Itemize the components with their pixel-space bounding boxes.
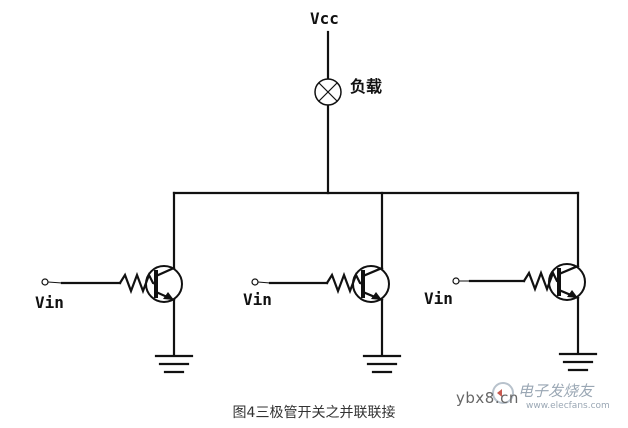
- watermark-logo-icon: [492, 382, 514, 404]
- ground-icon: [154, 354, 194, 374]
- watermark-site: ybx8.cn: [456, 389, 519, 407]
- input-terminal-icon: [452, 277, 460, 285]
- load-lamp-icon: [314, 78, 342, 106]
- figure-caption: 图4三极管开关之并联联接: [232, 405, 396, 421]
- watermark-brand: 电子发烧友: [518, 382, 594, 400]
- input-terminal-icon: [41, 278, 49, 286]
- input-terminal-icon: [251, 278, 259, 286]
- vin-label-2: Vin: [243, 290, 272, 309]
- ground-icon: [362, 354, 402, 374]
- vin-label-1: Vin: [35, 293, 64, 312]
- vin-label-3: Vin: [424, 289, 453, 308]
- watermark-url: www.elecfans.com: [526, 401, 610, 411]
- vcc-label: Vcc: [310, 9, 339, 28]
- npn-transistor-icon: [352, 265, 390, 303]
- base-resistor-icon: [522, 269, 561, 293]
- base-resistor-icon: [118, 271, 158, 295]
- transistor-stage-3: [452, 191, 598, 372]
- load-label: 负载: [350, 77, 382, 96]
- transistor-stage-2: [251, 191, 402, 374]
- npn-transistor-icon: [548, 263, 586, 301]
- base-resistor-icon: [325, 271, 365, 295]
- ground-icon: [558, 352, 598, 372]
- transistor-stage-1: [41, 191, 194, 374]
